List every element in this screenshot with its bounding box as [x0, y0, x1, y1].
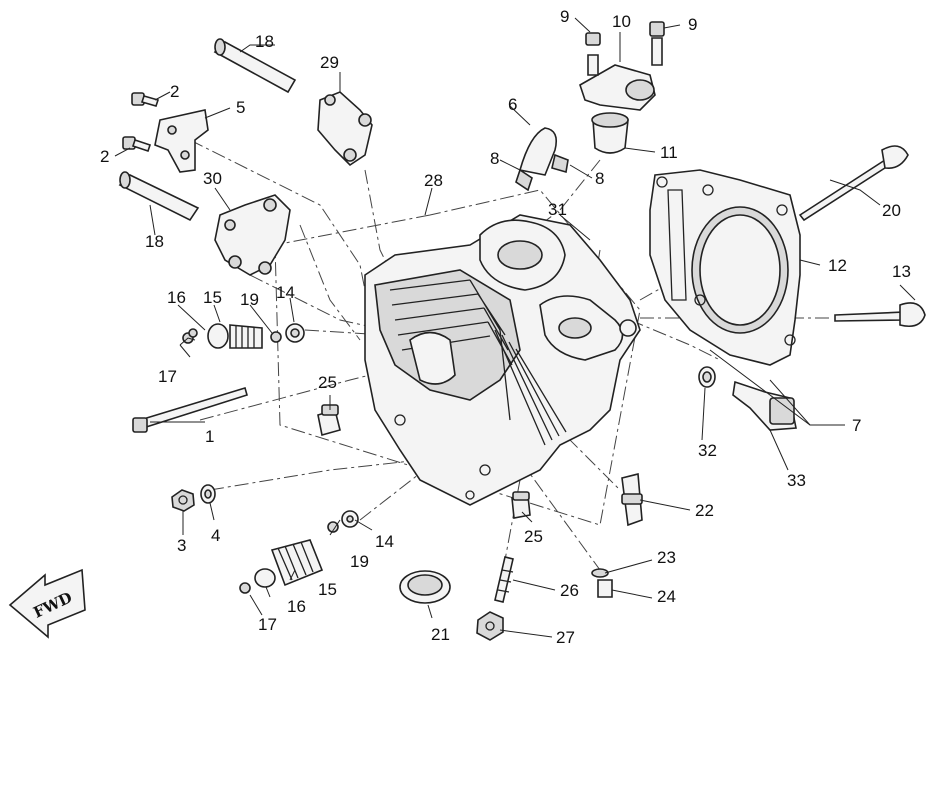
callout-25-right: 25 [524, 527, 543, 546]
callout-29: 29 [320, 53, 339, 72]
callout-22: 22 [695, 501, 714, 520]
cylinder-head-gasket [649, 169, 801, 366]
callout-15-upper: 15 [203, 288, 222, 307]
callout-8-left: 8 [490, 149, 499, 168]
callout-19-upper: 19 [240, 290, 259, 309]
callout-4: 4 [211, 526, 220, 545]
callout-27: 27 [556, 628, 575, 647]
o-ring [399, 570, 451, 604]
callout-13: 13 [892, 262, 911, 281]
callout-10: 10 [612, 12, 631, 31]
callout-24: 24 [657, 587, 676, 606]
callout-21: 21 [431, 625, 450, 644]
water-hose [515, 127, 569, 192]
callout-11: 11 [660, 143, 678, 162]
nut-and-washer [171, 484, 216, 512]
callout-2-bottom: 2 [100, 147, 109, 166]
callout-15-lower: 15 [318, 580, 337, 599]
rocker-shafts [118, 38, 297, 222]
callout-14-upper: 14 [276, 283, 295, 302]
temperature-sensor [698, 366, 797, 431]
callout-6: 6 [508, 95, 517, 114]
callout-17-lower: 17 [258, 615, 277, 634]
callout-28: 28 [424, 171, 443, 190]
rocker-arm-lower [214, 194, 291, 276]
callout-8-right: 8 [595, 169, 604, 188]
callout-16-lower: 16 [287, 597, 306, 616]
callout-12: 12 [828, 256, 847, 275]
shaft-bracket [122, 92, 209, 173]
sensors-right [591, 472, 643, 598]
callout-18-top: 18 [255, 32, 274, 51]
callout-17-upper: 17 [158, 367, 177, 386]
callout-25-left: 25 [318, 373, 337, 392]
callout-18-bottom: 18 [145, 232, 164, 251]
callout-7: 7 [852, 416, 861, 435]
callout-9-right: 9 [688, 15, 697, 34]
thermostat-housing [579, 21, 665, 154]
callout-30: 30 [203, 169, 222, 188]
callout-1: 1 [205, 427, 214, 446]
callout-numbers: 18 29 2 5 2 30 18 16 15 19 14 17 1 25 3 … [100, 7, 911, 647]
callout-31: 31 [548, 200, 567, 219]
stud-and-nut [476, 556, 514, 641]
long-stud-bolt [132, 386, 248, 433]
callout-16-upper: 16 [167, 288, 186, 307]
callout-20: 20 [882, 201, 901, 220]
leader-lines [114, 17, 916, 638]
callout-19-lower: 19 [350, 552, 369, 571]
callout-23: 23 [657, 548, 676, 567]
callout-32: 32 [698, 441, 717, 460]
rocker-arm-upper [317, 91, 373, 167]
valve-spring-set-upper [182, 323, 305, 349]
callout-5: 5 [236, 98, 245, 117]
valve-spring-set-lower [239, 510, 359, 594]
valves [798, 145, 926, 328]
fwd-arrow: FWD [8, 568, 86, 639]
callout-26: 26 [560, 581, 579, 600]
callout-3: 3 [177, 536, 186, 555]
callout-14-lower: 14 [375, 532, 394, 551]
callout-33: 33 [787, 471, 806, 490]
cylinder-head [364, 214, 641, 506]
callout-9-left: 9 [560, 7, 569, 26]
callout-2-top: 2 [170, 82, 179, 101]
